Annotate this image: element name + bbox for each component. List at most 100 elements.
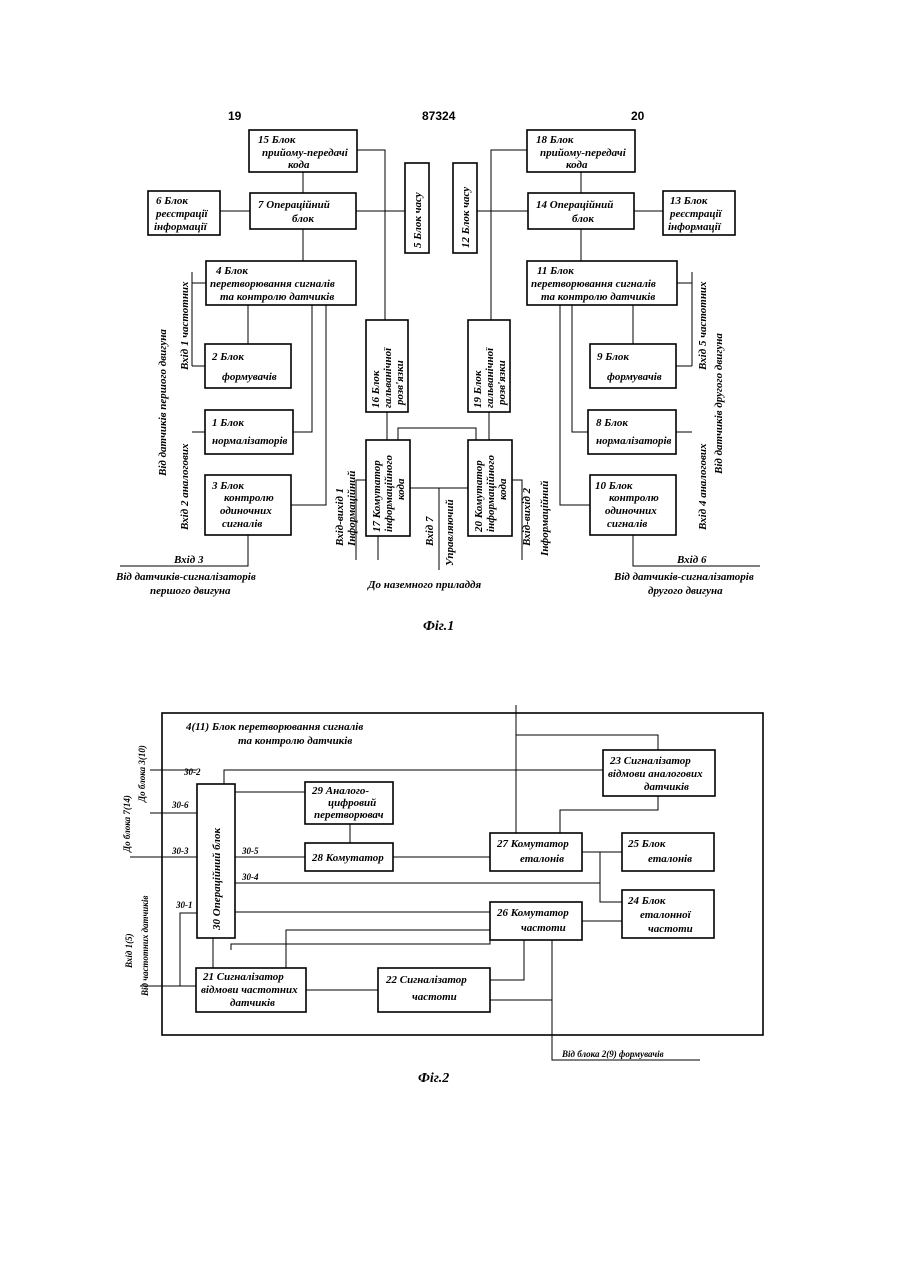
label-input-6-source: Від датчиків-сигналізаторів — [613, 571, 754, 583]
block-11-label: 11 Блок — [537, 265, 574, 277]
block-17-label: 17 Комутатор — [371, 460, 383, 532]
label-input-7: Вхід 7 — [424, 516, 436, 547]
label-ground-equipment: До наземного приладдя — [367, 579, 482, 591]
block-27-label: еталонів — [520, 853, 564, 865]
block-23-label: 23 Сигналізатор — [609, 755, 691, 767]
label-info-2: Інформаційний — [539, 481, 551, 557]
block-4-label: перетворювання сигналів — [210, 278, 335, 290]
label-input-3: Вхід 3 — [173, 554, 204, 566]
block-15-label: кода — [288, 159, 310, 171]
block-13-label: реєстрації — [669, 208, 723, 220]
port-30-5: 30-5 — [241, 846, 259, 856]
port-30-4: 30-4 — [241, 872, 259, 882]
port-30-2: 30-2 — [183, 767, 201, 777]
label-input-1-5: Вхід 1(5) — [124, 933, 134, 969]
block-16-label: гальванічної — [382, 347, 394, 408]
block-8-label: нормалізаторів — [596, 435, 672, 447]
fig2: 4(11) Блок перетворювання сигналів та ко… — [122, 705, 763, 1086]
block-9-label: формувачів — [607, 371, 662, 383]
label-io-2: Вхід-вихід 2 — [521, 487, 533, 547]
block-3-label: контролю — [224, 492, 274, 504]
block-13-label: інформації — [668, 221, 722, 233]
block-6-label: 6 Блок — [156, 195, 188, 207]
block-17-label: кода — [395, 478, 407, 500]
block-25-label: еталонів — [648, 853, 692, 865]
fig1-caption: Фіг.1 — [423, 619, 454, 634]
block-5-label: 5 Блок часу — [412, 192, 424, 248]
port-30-6: 30-6 — [171, 800, 189, 810]
block-20-label: 20 Комутатор — [473, 460, 485, 533]
block-10-label: одиночних — [605, 505, 657, 517]
label-input-5: Вхід 5 частотних — [697, 281, 709, 371]
block-18-label: кода — [566, 159, 588, 171]
block-6-label: реєстрації — [155, 208, 209, 220]
block-3-label: сигналів — [222, 518, 262, 530]
port-30-1: 30-1 — [175, 900, 193, 910]
block-24-label: еталонної — [640, 909, 692, 921]
label-info-1: Інформаційний — [346, 471, 358, 547]
label-input-1: Вхід 1 частотних — [179, 281, 191, 371]
patent-number: 87324 — [422, 109, 456, 123]
block-21-label: датчиків — [230, 997, 275, 1009]
block-30-label: 30 Операційний блок — [211, 828, 223, 931]
label-input-2: Вхід 2 аналогових — [179, 443, 191, 531]
block-9-label: 9 Блок — [597, 351, 629, 363]
label-input-4: Вхід 4 аналогових — [697, 443, 709, 531]
label-input-3-source: Від датчиків-сигналізаторів — [115, 571, 256, 583]
block-29-label: перетворювач — [314, 809, 384, 821]
label-input-3-source: першого двигуна — [150, 585, 231, 597]
block-16-label: 16 Блок — [370, 370, 382, 408]
label-control: Управляючий — [444, 499, 456, 566]
block-7-label: 7 Операційний — [258, 199, 330, 211]
block-4-label: 4 Блок — [215, 265, 248, 277]
block-18-label: прийому-передачі — [540, 147, 627, 159]
block-3-label: 3 Блок — [211, 480, 244, 492]
fig1: 15 Блок прийому-передачі кода 18 Блок пр… — [115, 130, 760, 634]
block-11-label: перетворювання сигналів — [531, 278, 656, 290]
block-15-label: прийому-передачі — [262, 147, 349, 159]
block-19-label: гальванічної — [484, 347, 496, 408]
block-14-label: блок — [572, 213, 594, 225]
label-to-block-7: До блока 7(14) — [122, 795, 132, 853]
block-19-label: 19 Блок — [472, 370, 484, 408]
fig2-title: 4(11) Блок перетворювання сигналів — [185, 721, 363, 733]
block-29-label: цифровий — [328, 797, 376, 809]
block-18-label: 18 Блок — [536, 134, 574, 146]
label-from-freq-sensors: Від частотних датчиків — [140, 896, 150, 997]
block-23-label: датчиків — [644, 781, 689, 793]
label-from-sensors-2: Від датчиків другого двигуна — [713, 333, 725, 475]
block-21-label: відмови частотних — [201, 984, 298, 996]
block-28-label: 28 Комутатор — [311, 852, 384, 864]
block-6-label: інформації — [154, 221, 208, 233]
block-12-label: 12 Блок часу — [460, 187, 472, 248]
block-11-label: та контролю датчиків — [541, 291, 655, 303]
block-27-label: 27 Комутатор — [496, 838, 569, 850]
block-8-label: 8 Блок — [596, 417, 628, 429]
block-10-label: 10 Блок — [595, 480, 633, 492]
block-20-label: кода — [497, 478, 509, 500]
port-30-3: 30-3 — [171, 846, 189, 856]
label-from-sensors-1: Від датчиків першого двигуна — [157, 329, 169, 477]
block-24-label: частоти — [648, 923, 693, 935]
block-13-label: 13 Блок — [670, 195, 708, 207]
block-24-label: 24 Блок — [627, 895, 666, 907]
block-7-label: блок — [292, 213, 314, 225]
fig2-caption: Фіг.2 — [418, 1071, 449, 1086]
block-1-label: 1 Блок — [212, 417, 244, 429]
block-19-label: розв'язки — [496, 360, 508, 406]
block-26-label: 26 Комутатор — [496, 907, 569, 919]
block-25-label: 25 Блок — [627, 838, 666, 850]
block-26-label: частоти — [521, 922, 566, 934]
block-10-label: сигналів — [607, 518, 647, 530]
label-input-6-source: другого двигуна — [648, 585, 723, 597]
label-from-block-2: Від блока 2(9) формувачів — [561, 1049, 664, 1059]
block-16-label: розв'язки — [394, 360, 406, 406]
block-21-label: 21 Сигналізатор — [202, 971, 284, 983]
block-20-label: інформаційного — [485, 455, 497, 532]
label-to-block-3: До блока 3(10) — [137, 745, 147, 803]
block-1-label: нормалізаторів — [212, 435, 288, 447]
label-io-1: Вхід-вихід 1 — [334, 488, 346, 547]
page-number-left: 19 — [228, 109, 242, 123]
block-22-label: частоти — [412, 991, 457, 1003]
